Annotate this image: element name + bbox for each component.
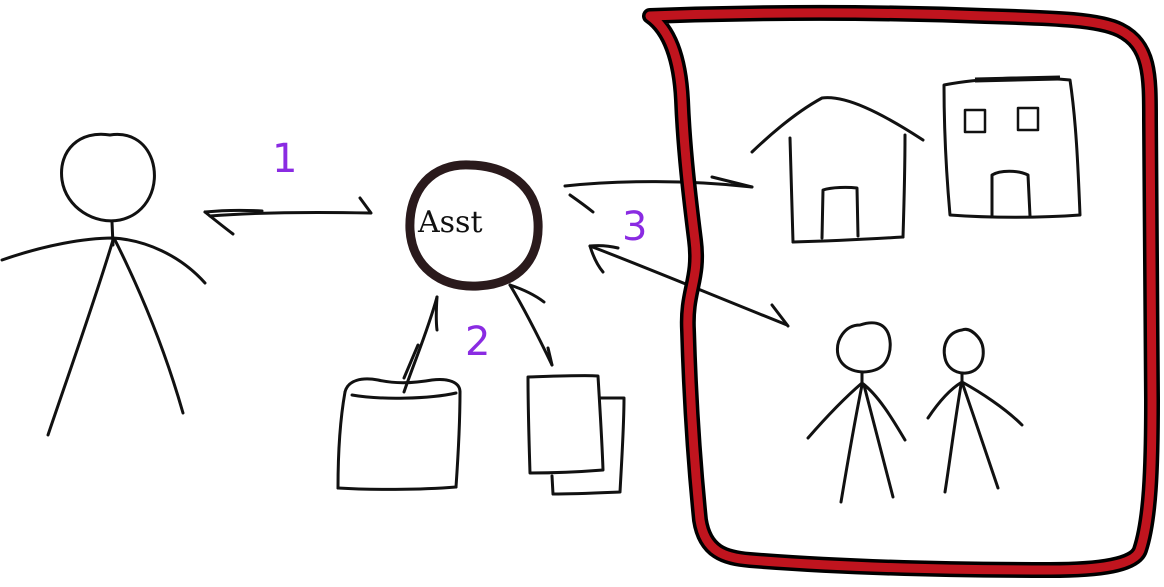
house-icon: [750, 96, 925, 244]
step-3-label: 3: [622, 204, 647, 250]
arrow-assistant-world: [563, 175, 790, 328]
documents-icon: [526, 374, 626, 496]
people-icon: [806, 321, 1024, 504]
step-1-label: 1: [272, 136, 297, 182]
arrow-user-assistant: [203, 196, 373, 236]
assistant-label: Asst: [417, 205, 483, 240]
assistant-circle-icon: Asst: [405, 160, 543, 291]
person-icon: [0, 132, 207, 437]
step-2-label: 2: [465, 319, 490, 365]
storage-bag-icon: [336, 377, 462, 491]
office-building-icon: [942, 75, 1082, 219]
world-boundary: [642, 5, 1160, 578]
